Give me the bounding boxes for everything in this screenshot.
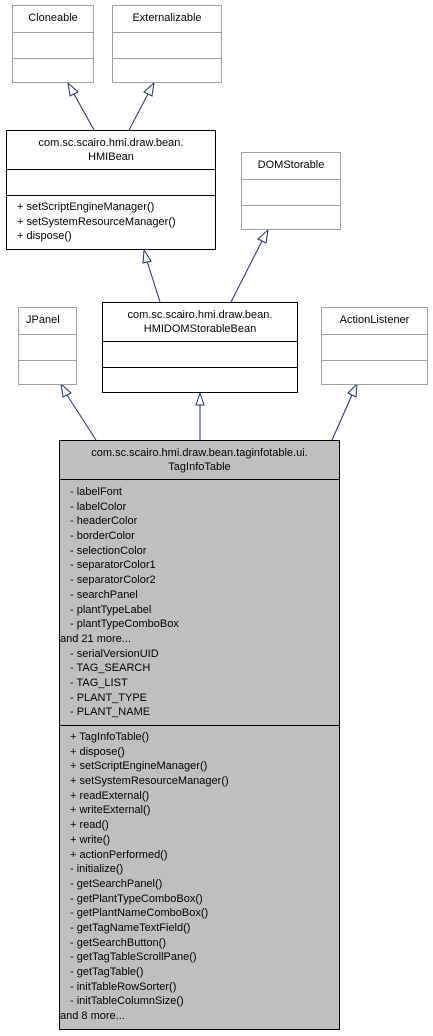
edge-hmibean-externalizable [128, 81, 155, 131]
class-name-line2: HMIBean [88, 151, 134, 163]
class-name-line2: HMIDOMStorableBean [143, 323, 257, 335]
operation: - initTableColumnSize() [70, 995, 184, 1008]
class-jpanel: JPanel [18, 307, 77, 385]
attribute: - PLANT_NAME [70, 706, 151, 719]
attribute: - PLANT_TYPE [70, 691, 148, 704]
attribute: - searchPanel [70, 588, 138, 601]
attribute: - TAG_SEARCH [70, 662, 151, 675]
class-taginfotable: com.sc.scairo.hmi.draw.bean.taginfotable… [59, 440, 340, 1030]
class-domstorable: DOMStorable [241, 152, 341, 230]
operation: - initialize() [70, 863, 124, 876]
operation: - getSearchButton() [70, 936, 166, 949]
edge-taginfotable-hmidomstorablebean [195, 391, 205, 440]
class-name: Externalizable [132, 12, 202, 24]
operation: + read() [70, 819, 109, 832]
class-name: Cloneable [28, 12, 78, 24]
class-name: DOMStorable [257, 159, 325, 171]
operation-more: and 8 more... [60, 1010, 125, 1023]
operation: - getTagTable() [70, 966, 144, 978]
attribute: - plantTypeLabel [70, 603, 152, 616]
class-name: JPanel [26, 314, 60, 326]
operation: + setSystemResourceManager() [70, 775, 229, 788]
attribute: - selectionColor [70, 544, 147, 557]
operation: - getSearchPanel() [70, 877, 163, 890]
attribute: - labelFont [70, 486, 122, 498]
class-actionlistener: ActionListener [321, 307, 428, 385]
operation: - getTagTableScrollPane() [70, 951, 197, 964]
operation: - getTagNameTextField() [70, 921, 191, 934]
operation: + setScriptEngineManager() [17, 201, 155, 213]
operation: + dispose() [70, 745, 125, 758]
attribute: - separatorColor2 [70, 574, 156, 587]
edge-hmidomstorablebean-domstorable [230, 228, 269, 303]
class-name-line1: com.sc.scairo.hmi.draw.bean.taginfotable… [91, 447, 308, 459]
operation: + TagInfoTable() [70, 731, 149, 743]
attribute: - plantTypeComboBox [70, 618, 179, 631]
attributes-list: - labelFont - labelColor - headerColor -… [60, 485, 179, 720]
edge-taginfotable-jpanel [60, 382, 97, 441]
edge-hmidomstorablebean-hmibean [142, 248, 161, 303]
operation: - initTableRowSorter() [70, 980, 177, 993]
class-name: ActionListener [339, 314, 410, 326]
operation: + dispose() [17, 230, 72, 243]
operation: - getPlantTypeComboBox() [70, 892, 203, 905]
operation: + actionPerformed() [70, 848, 168, 861]
operation: + setScriptEngineManager() [70, 760, 208, 773]
attribute: - serialVersionUID [70, 647, 159, 660]
attribute: - labelColor [70, 500, 127, 513]
operation: + readExternal() [70, 789, 150, 802]
operations-list: + setScriptEngineManager() + setSystemRe… [17, 200, 176, 244]
operation: - getPlantNameComboBox() [70, 907, 209, 920]
attribute-more: and 21 more... [60, 632, 131, 645]
attribute: - headerColor [70, 515, 138, 528]
edge-taginfotable-actionlistener [331, 382, 358, 441]
class-cloneable: Cloneable [12, 5, 94, 83]
operation: + writeExternal() [70, 804, 151, 817]
attribute: - separatorColor1 [70, 559, 156, 572]
operation: + write() [70, 833, 111, 846]
class-hmidomstorablebean: com.sc.scairo.hmi.draw.bean. HMIDOMStora… [102, 302, 298, 393]
class-name-line1: com.sc.scairo.hmi.draw.bean. [38, 137, 184, 149]
operations-list: + TagInfoTable() + dispose() + setScript… [60, 730, 229, 1024]
class-externalizable: Externalizable [112, 5, 222, 83]
class-hmibean: com.sc.scairo.hmi.draw.bean. HMIBean + s… [6, 130, 216, 250]
attribute: - TAG_LIST [70, 676, 128, 689]
edge-hmibean-cloneable [67, 81, 95, 131]
class-name-line1: com.sc.scairo.hmi.draw.bean. [127, 309, 273, 321]
operation: + setSystemResourceManager() [17, 215, 176, 228]
class-name-line2: TagInfoTable [168, 461, 231, 473]
attribute: - borderColor [70, 530, 135, 543]
